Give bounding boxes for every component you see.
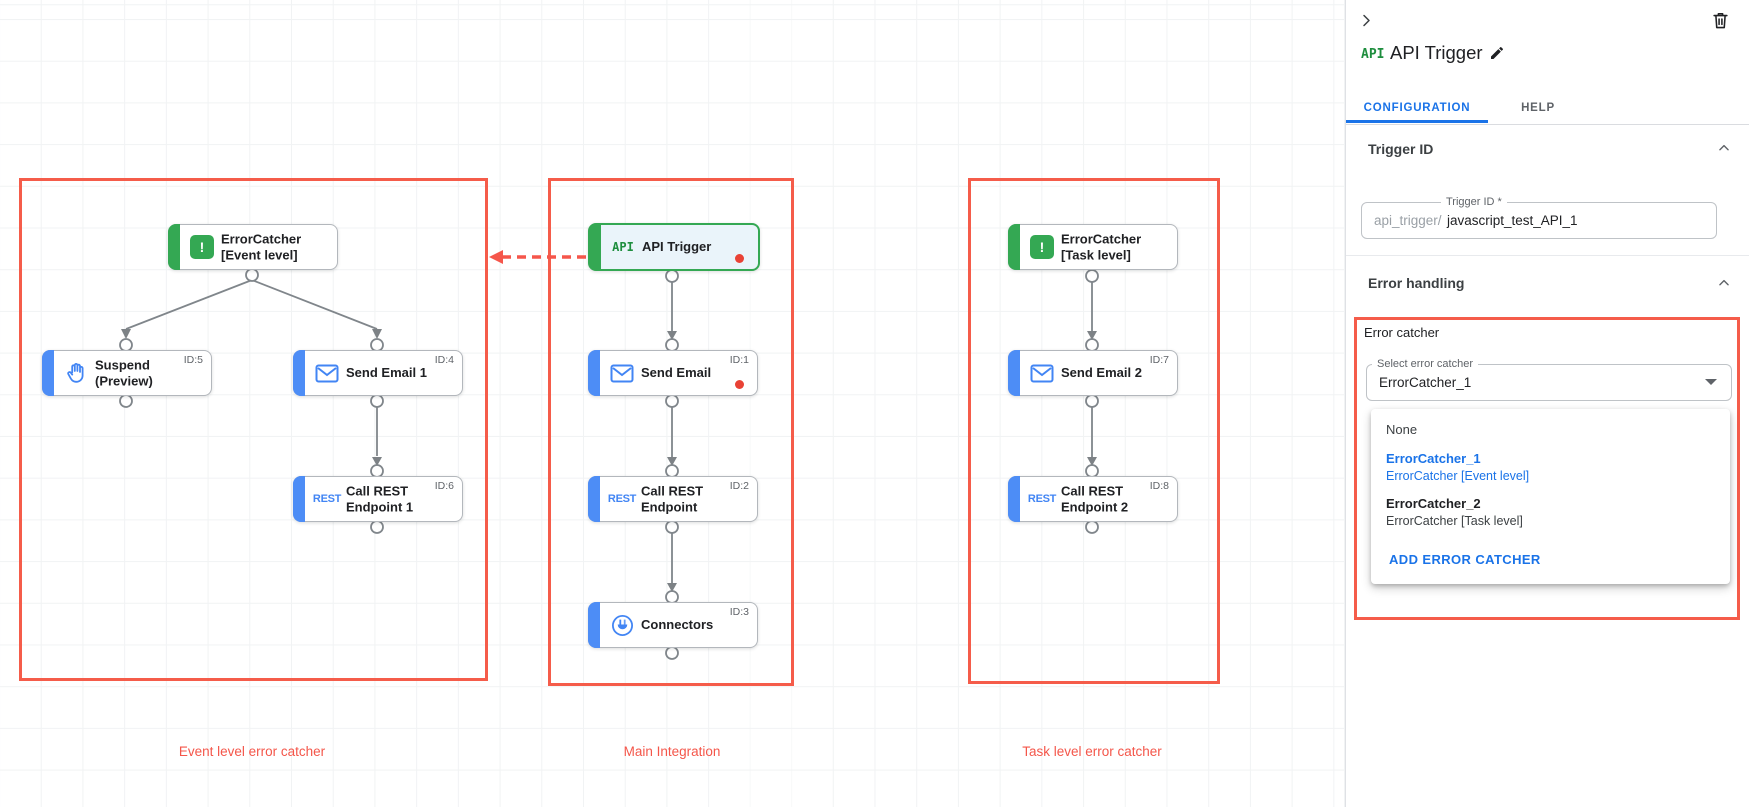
trigger-id-field-label: Trigger ID * bbox=[1441, 196, 1507, 208]
config-panel: API API Trigger CONFIGURATION HELP Trigg… bbox=[1345, 0, 1749, 807]
collapse-section-trigger-id-icon[interactable] bbox=[1717, 141, 1731, 158]
node-accent bbox=[293, 350, 305, 396]
task-id: ID:4 bbox=[434, 354, 454, 366]
node-send-email-1[interactable]: Send Email 1 ID:4 bbox=[293, 350, 463, 396]
api-trigger-alert-dot bbox=[735, 254, 744, 263]
trigger-id-field[interactable] bbox=[1361, 202, 1717, 239]
node-suspend[interactable]: Suspend(Preview) ID:5 bbox=[42, 350, 212, 396]
task-id: ID:6 bbox=[434, 480, 454, 492]
group-box-main-integration bbox=[548, 178, 794, 686]
group-label-event-level: Event level error catcher bbox=[178, 744, 326, 759]
error-catcher-icon: ! bbox=[186, 225, 218, 269]
send-email-alert-dot bbox=[735, 380, 744, 389]
menu-option-errorcatcher-2[interactable]: ErrorCatcher_2 bbox=[1386, 496, 1481, 511]
delete-trigger-icon[interactable] bbox=[1712, 11, 1729, 33]
error-catcher-highlight-box bbox=[1354, 317, 1740, 620]
node-accent bbox=[168, 224, 180, 270]
select-error-catcher-dropdown[interactable] bbox=[1366, 364, 1732, 401]
error-catcher-menu: None ErrorCatcher_1 ErrorCatcher [Event … bbox=[1371, 409, 1730, 584]
collapse-panel-icon[interactable] bbox=[1359, 13, 1374, 31]
rest-icon: REST bbox=[1027, 493, 1057, 505]
panel-title: API Trigger bbox=[1390, 42, 1483, 63]
error-catcher-label: Error catcher bbox=[1364, 325, 1440, 340]
trigger-id-prefix: api_trigger/ bbox=[1374, 213, 1442, 228]
node-errorcatcher-event-level[interactable]: ! ErrorCatcher[Event level] bbox=[168, 224, 338, 270]
section-error-handling: Error handling bbox=[1368, 275, 1465, 291]
menu-option-errorcatcher-1-desc[interactable]: ErrorCatcher [Event level] bbox=[1386, 469, 1530, 483]
trigger-id-value[interactable]: javascript_test_API_1 bbox=[1447, 213, 1578, 228]
menu-option-errorcatcher-1[interactable]: ErrorCatcher_1 bbox=[1386, 451, 1481, 466]
collapse-section-error-handling-icon[interactable] bbox=[1717, 276, 1731, 293]
api-trigger-icon: API bbox=[612, 240, 634, 254]
select-error-catcher-label: Select error catcher bbox=[1372, 358, 1478, 370]
menu-option-errorcatcher-2-desc[interactable]: ErrorCatcher [Task level] bbox=[1386, 514, 1523, 528]
task-id: ID:3 bbox=[729, 606, 749, 618]
error-catcher-link-arrow bbox=[489, 250, 586, 264]
connectors-icon bbox=[606, 603, 638, 647]
hand-icon bbox=[60, 351, 92, 395]
node-accent bbox=[293, 476, 305, 522]
group-label-task-level: Task level error catcher bbox=[1022, 744, 1162, 759]
section-divider bbox=[1346, 255, 1749, 256]
node-accent bbox=[1008, 350, 1020, 396]
error-catcher-icon: ! bbox=[1026, 225, 1058, 269]
email-icon bbox=[311, 351, 343, 395]
menu-option-none[interactable]: None bbox=[1386, 422, 1418, 437]
tab-help[interactable]: HELP bbox=[1521, 101, 1555, 114]
integration-canvas[interactable]: Event level error catcher Main Integrati… bbox=[0, 0, 1345, 807]
email-icon bbox=[606, 351, 638, 395]
edit-title-icon[interactable] bbox=[1489, 45, 1505, 64]
group-label-main-integration: Main Integration bbox=[623, 744, 721, 759]
node-connectors[interactable]: Connectors ID:3 bbox=[588, 602, 758, 648]
task-id: ID:8 bbox=[1149, 480, 1169, 492]
node-accent bbox=[588, 476, 600, 522]
node-accent bbox=[1008, 224, 1020, 270]
node-accent bbox=[42, 350, 54, 396]
node-accent bbox=[589, 224, 601, 270]
node-accent bbox=[588, 602, 600, 648]
node-send-email-2[interactable]: Send Email 2 ID:7 bbox=[1008, 350, 1178, 396]
api-trigger-badge-icon: API bbox=[1361, 47, 1385, 62]
add-error-catcher-button[interactable]: ADD ERROR CATCHER bbox=[1389, 552, 1541, 567]
node-errorcatcher-task-level[interactable]: ! ErrorCatcher[Task level] bbox=[1008, 224, 1178, 270]
task-id: ID:5 bbox=[183, 354, 203, 366]
tab-configuration[interactable]: CONFIGURATION bbox=[1363, 101, 1471, 114]
rest-icon: REST bbox=[607, 493, 637, 505]
group-box-task-level bbox=[968, 178, 1220, 684]
email-icon bbox=[1026, 351, 1058, 395]
dropdown-caret-icon[interactable] bbox=[1705, 379, 1717, 385]
node-api-trigger[interactable]: API API Trigger bbox=[588, 223, 760, 271]
node-accent bbox=[1008, 476, 1020, 522]
task-id: ID:1 bbox=[729, 354, 749, 366]
group-box-event-level bbox=[19, 178, 488, 681]
node-send-email[interactable]: Send Email ID:1 bbox=[588, 350, 758, 396]
edge-layer bbox=[119, 250, 1099, 660]
task-id: ID:2 bbox=[729, 480, 749, 492]
section-trigger-id: Trigger ID bbox=[1368, 141, 1434, 157]
rest-icon: REST bbox=[312, 493, 342, 505]
node-accent bbox=[588, 350, 600, 396]
select-error-catcher-value[interactable]: ErrorCatcher_1 bbox=[1379, 375, 1472, 390]
task-id: ID:7 bbox=[1149, 354, 1169, 366]
tab-bar: CONFIGURATION HELP bbox=[1346, 92, 1749, 125]
active-tab-underline bbox=[1346, 120, 1488, 123]
